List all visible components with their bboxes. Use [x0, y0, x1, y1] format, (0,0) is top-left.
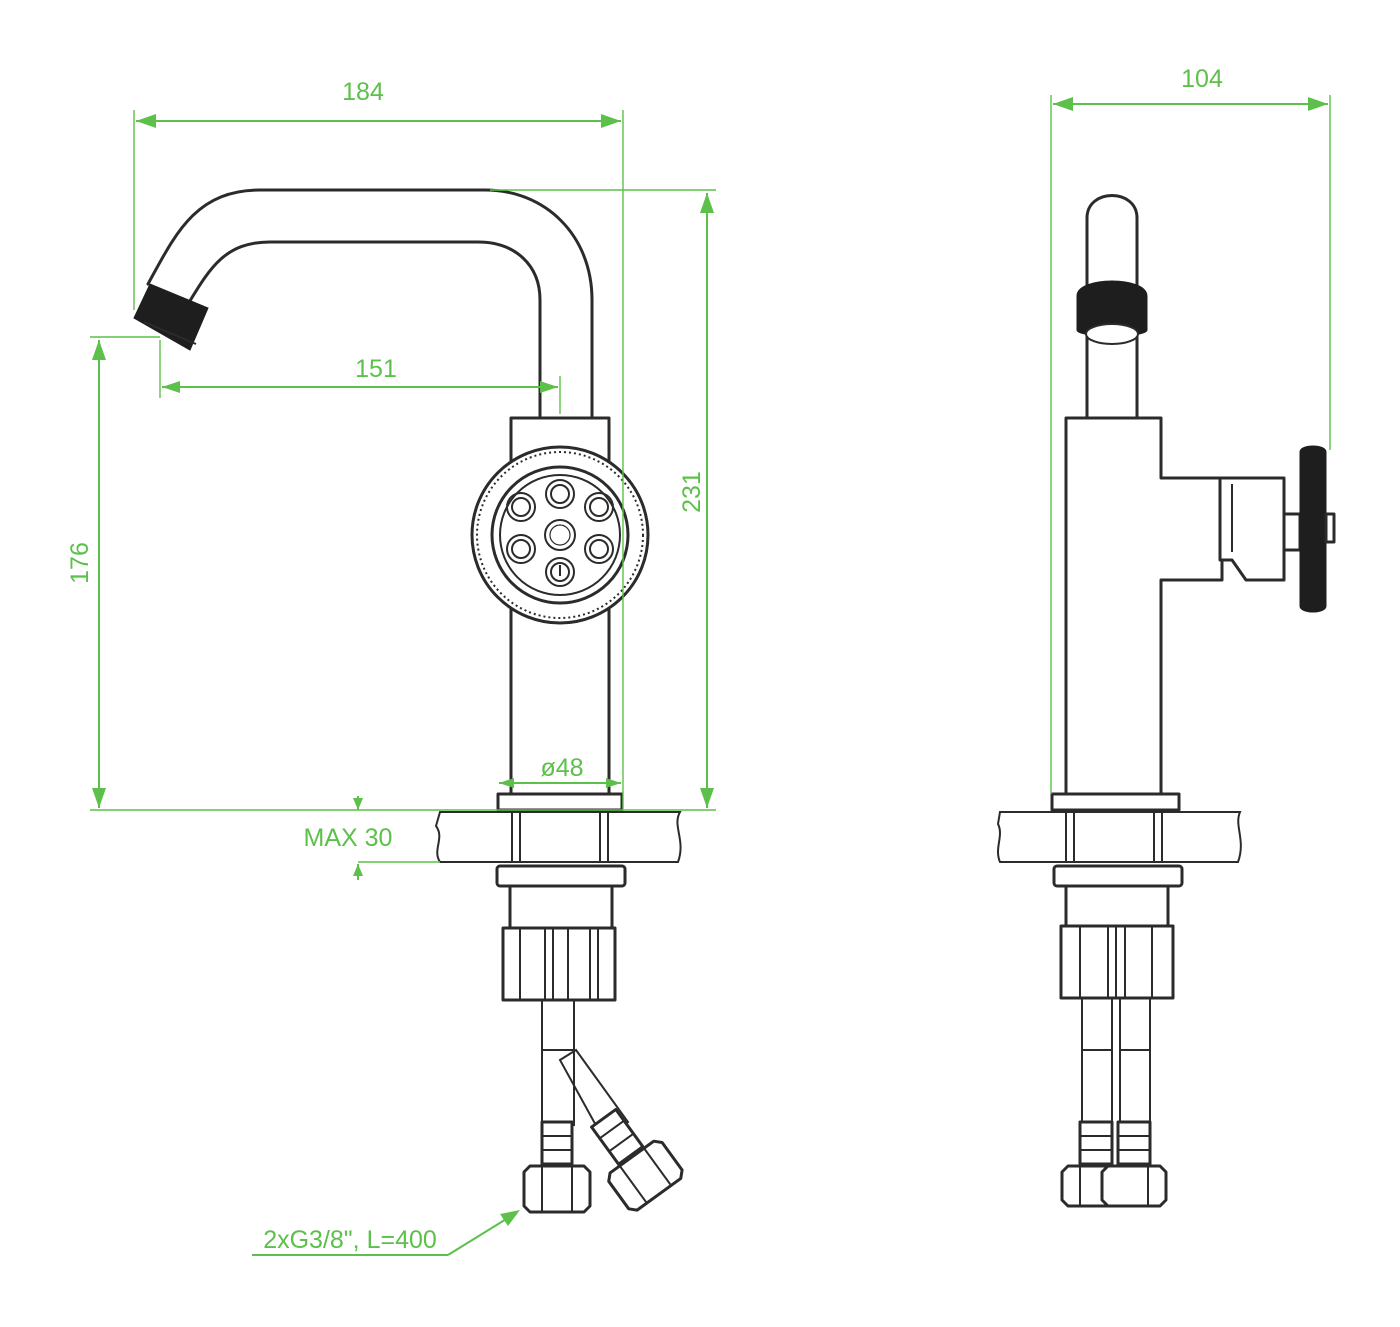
dim-spout-reach: 151	[355, 355, 397, 383]
dim-spout-height: 176	[66, 542, 94, 584]
handle-wheel-icon	[470, 445, 650, 625]
hex-nut-left	[522, 1164, 592, 1214]
spout-outer	[146, 188, 594, 420]
dim-total-height: 231	[678, 471, 706, 513]
hose-right	[558, 1048, 630, 1142]
dim-max-counter: MAX 30	[304, 824, 393, 852]
mounting-nut	[501, 926, 617, 1002]
aerator-icon	[133, 283, 209, 351]
side-handle-wheel-icon	[1299, 445, 1327, 613]
dimension-lines	[90, 95, 1331, 1256]
dim-base-diameter: ø48	[540, 754, 583, 782]
dim-side-depth: 104	[1181, 65, 1223, 93]
front-view	[133, 188, 684, 1214]
side-view	[996, 194, 1336, 1208]
hose-spec-label: 2xG3/8", L=400	[263, 1226, 437, 1254]
side-body	[1064, 416, 1224, 796]
hex-nut-right	[607, 1139, 684, 1212]
countertop-left	[434, 811, 513, 863]
hose-left	[541, 999, 575, 1126]
dim-overall-width: 184	[342, 78, 384, 106]
base-flange	[496, 792, 624, 812]
spout-inner	[186, 240, 542, 420]
countertop-right	[607, 811, 682, 863]
